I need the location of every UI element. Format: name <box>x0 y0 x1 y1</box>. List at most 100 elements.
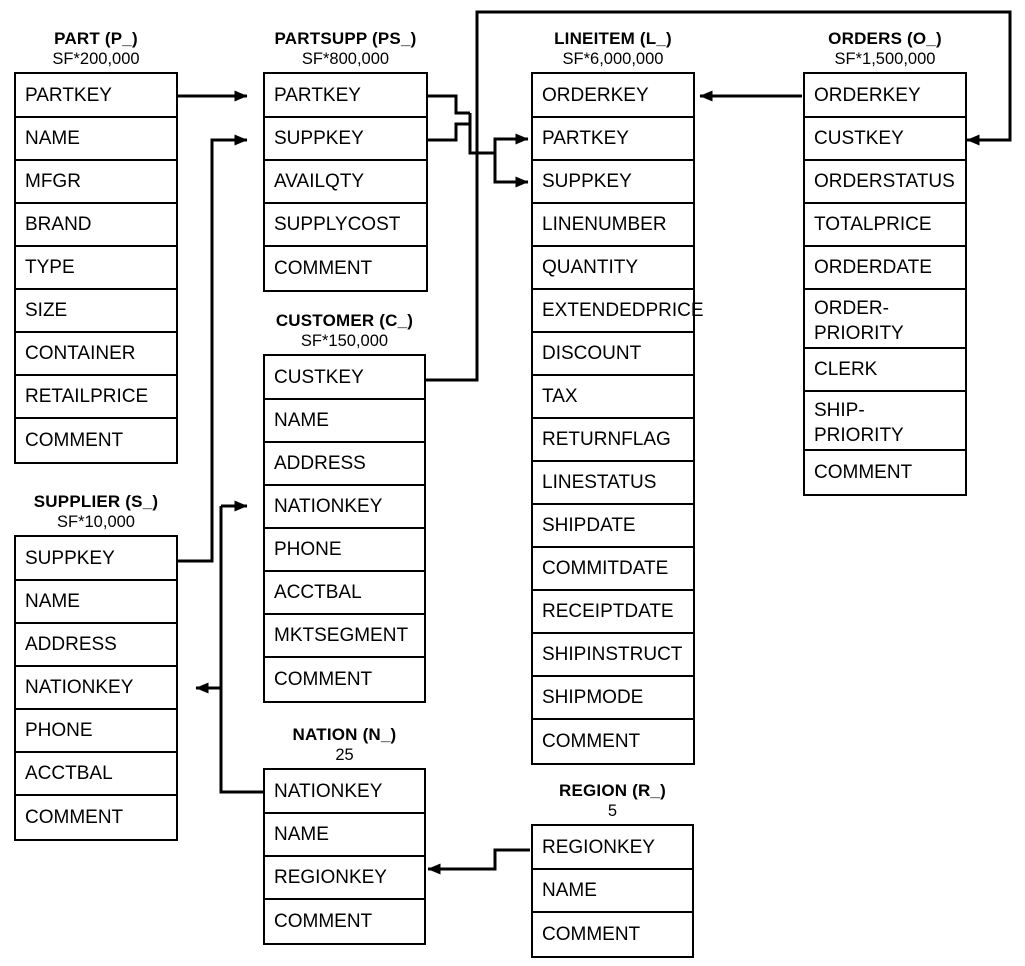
field-lineitem-shipdate[interactable]: SHIPDATE <box>533 505 693 548</box>
field-lineitem-comment[interactable]: COMMENT <box>542 731 641 752</box>
table-lineitem-box: ORDERKEY PARTKEY SUPPKEY LINENUMBER QUAN… <box>531 72 704 765</box>
field-orders-comment[interactable]: COMMENT <box>814 462 913 483</box>
table-region-box: REGIONKEY NAME COMMENT <box>531 824 694 958</box>
field-orders-shippriority[interactable]: SHIP- PRIORITY <box>805 392 965 451</box>
field-region-comment[interactable]: COMMENT <box>542 924 641 945</box>
field-nation-comment[interactable]: COMMENT <box>274 911 373 932</box>
field-lineitem-shipmode[interactable]: SHIPMODE <box>533 677 693 720</box>
field-customer-address[interactable]: ADDRESS <box>265 443 424 486</box>
field-part-partkey[interactable]: PARTKEY <box>16 74 176 118</box>
field-region-name[interactable]: NAME <box>533 870 692 913</box>
field-supplier-address[interactable]: ADDRESS <box>16 624 176 667</box>
field-partsupp-suppkey[interactable]: SUPPKEY <box>265 118 426 161</box>
table-nation-box: NATIONKEY NAME REGIONKEY COMMENT <box>263 768 426 945</box>
wire-supplier-to-partsupp <box>178 134 248 563</box>
table-customer-box: CUSTKEY NAME ADDRESS NATIONKEY PHONE ACC… <box>263 354 426 703</box>
field-lineitem-partkey[interactable]: PARTKEY <box>533 118 693 161</box>
table-partsupp-title: PARTSUPP (PS_) <box>274 29 417 48</box>
table-partsupp-box: PARTKEY SUPPKEY AVAILQTY SUPPLYCOST COMM… <box>263 72 428 292</box>
table-customer[interactable]: CUSTOMER (C_) SF*150,000 CUSTKEY NAME AD… <box>263 310 426 703</box>
table-lineitem-title: LINEITEM (L_) <box>554 29 672 48</box>
wire-region-to-nation <box>427 848 530 875</box>
field-orders-custkey[interactable]: CUSTKEY <box>805 118 965 161</box>
wire-bus-to-lineitem-suppkey <box>493 153 529 188</box>
field-partsupp-supplycost[interactable]: SUPPLYCOST <box>265 204 426 247</box>
field-nation-regionkey[interactable]: REGIONKEY <box>265 857 424 900</box>
field-customer-phone[interactable]: PHONE <box>265 529 424 572</box>
field-lineitem-quantity[interactable]: QUANTITY <box>533 247 693 290</box>
table-supplier[interactable]: SUPPLIER (S_) SF*10,000 SUPPKEY NAME ADD… <box>14 491 178 841</box>
table-part[interactable]: PART (P_) SF*200,000 PARTKEY NAME MFGR B… <box>14 28 178 464</box>
field-supplier-nationkey[interactable]: NATIONKEY <box>16 667 176 710</box>
field-region-regionkey[interactable]: REGIONKEY <box>533 826 692 870</box>
field-part-type[interactable]: TYPE <box>16 247 176 290</box>
field-lineitem-returnflag[interactable]: RETURNFLAG <box>533 419 693 462</box>
field-orders-orderkey[interactable]: ORDERKEY <box>805 74 965 118</box>
table-part-box: PARTKEY NAME MFGR BRAND TYPE SIZE CONTAI… <box>14 72 178 464</box>
field-orders-orderstatus[interactable]: ORDERSTATUS <box>805 161 965 204</box>
field-part-size[interactable]: SIZE <box>16 290 176 333</box>
field-lineitem-orderkey[interactable]: ORDERKEY <box>533 74 693 118</box>
table-orders-cardinality: SF*1,500,000 <box>834 50 936 68</box>
field-part-container[interactable]: CONTAINER <box>16 333 176 376</box>
field-nation-nationkey[interactable]: NATIONKEY <box>265 770 424 814</box>
field-lineitem-linenumber[interactable]: LINENUMBER <box>533 204 693 247</box>
wire-partsupp-bus <box>468 113 495 155</box>
wire-partsupp-suppkey-stub <box>428 122 470 142</box>
field-partsupp-partkey[interactable]: PARTKEY <box>265 74 426 118</box>
table-region-cardinality: 5 <box>607 802 618 820</box>
field-orders-orderpriority[interactable]: ORDER- PRIORITY <box>805 290 965 349</box>
field-lineitem-receiptdate[interactable]: RECEIPTDATE <box>533 591 693 634</box>
field-lineitem-linestatus[interactable]: LINESTATUS <box>533 462 693 505</box>
field-orders-totalprice[interactable]: TOTALPRICE <box>805 204 965 247</box>
table-nation[interactable]: NATION (N_) 25 NATIONKEY NAME REGIONKEY … <box>263 724 426 945</box>
wire-bus-to-lineitem-partkey <box>493 133 529 153</box>
field-customer-nationkey[interactable]: NATIONKEY <box>265 486 424 529</box>
field-part-name[interactable]: NAME <box>16 118 176 161</box>
wire-nation-bus <box>219 506 264 794</box>
table-region-title: REGION (R_) <box>558 781 667 800</box>
table-lineitem-cardinality: SF*6,000,000 <box>562 50 664 68</box>
field-supplier-suppkey[interactable]: SUPPKEY <box>16 537 176 581</box>
field-part-mfgr[interactable]: MFGR <box>16 161 176 204</box>
table-customer-title: CUSTOMER (C_) <box>275 311 414 330</box>
field-part-retailprice[interactable]: RETAILPRICE <box>16 376 176 419</box>
field-customer-name[interactable]: NAME <box>265 400 424 443</box>
table-partsupp[interactable]: PARTSUPP (PS_) SF*800,000 PARTKEY SUPPKE… <box>263 28 428 292</box>
table-region[interactable]: REGION (R_) 5 REGIONKEY NAME COMMENT <box>531 780 694 958</box>
field-customer-comment[interactable]: COMMENT <box>274 669 373 690</box>
field-lineitem-commitdate[interactable]: COMMITDATE <box>533 548 693 591</box>
field-lineitem-shipinstruct[interactable]: SHIPINSTRUCT <box>533 634 693 677</box>
field-lineitem-tax[interactable]: TAX <box>533 376 693 419</box>
wire-partsupp-partkey-stub <box>428 94 470 115</box>
field-lineitem-suppkey[interactable]: SUPPKEY <box>533 161 693 204</box>
field-orders-orderpriority-line2: PRIORITY <box>814 323 904 344</box>
field-nation-name[interactable]: NAME <box>265 814 424 857</box>
field-customer-mktsegment[interactable]: MKTSEGMENT <box>265 615 424 658</box>
field-customer-custkey[interactable]: CUSTKEY <box>265 356 424 400</box>
field-orders-clerk[interactable]: CLERK <box>805 349 965 392</box>
field-supplier-acctbal[interactable]: ACCTBAL <box>16 753 176 796</box>
field-supplier-phone[interactable]: PHONE <box>16 710 176 753</box>
table-nation-title: NATION (N_) <box>292 725 397 744</box>
field-part-comment[interactable]: COMMENT <box>25 430 124 451</box>
table-supplier-title: SUPPLIER (S_) <box>33 492 159 511</box>
table-supplier-cardinality: SF*10,000 <box>57 513 135 531</box>
field-supplier-name[interactable]: NAME <box>16 581 176 624</box>
field-lineitem-extendedprice[interactable]: EXTENDEDPRICE <box>533 290 704 333</box>
table-orders-box: ORDERKEY CUSTKEY ORDERSTATUS TOTALPRICE … <box>803 72 967 496</box>
field-lineitem-discount[interactable]: DISCOUNT <box>533 333 693 376</box>
field-partsupp-availqty[interactable]: AVAILQTY <box>265 161 426 204</box>
table-orders[interactable]: ORDERS (O_) SF*1,500,000 ORDERKEY CUSTKE… <box>803 28 967 496</box>
field-orders-shippriority-line2: PRIORITY <box>814 425 904 446</box>
field-orders-orderdate[interactable]: ORDERDATE <box>805 247 965 290</box>
table-part-cardinality: SF*200,000 <box>52 50 140 68</box>
field-customer-acctbal[interactable]: ACCTBAL <box>265 572 424 615</box>
table-lineitem[interactable]: LINEITEM (L_) SF*6,000,000 ORDERKEY PART… <box>531 28 704 765</box>
table-orders-title: ORDERS (O_) <box>828 29 942 48</box>
field-partsupp-comment[interactable]: COMMENT <box>274 258 373 279</box>
table-part-title: PART (P_) <box>54 29 138 48</box>
field-part-brand[interactable]: BRAND <box>16 204 176 247</box>
field-supplier-comment[interactable]: COMMENT <box>25 807 124 828</box>
